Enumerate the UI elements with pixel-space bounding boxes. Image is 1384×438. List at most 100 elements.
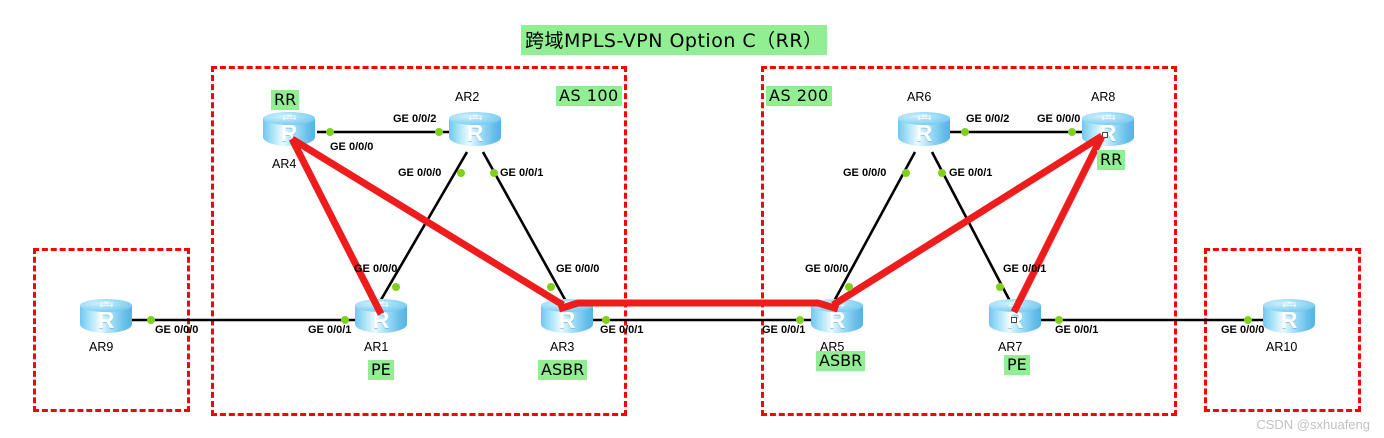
- router-ar6[interactable]: ⇄⇆ R: [898, 112, 950, 152]
- iface-label-ar8-ge000: GE 0/0/0: [1037, 113, 1081, 125]
- router-top: [449, 112, 501, 125]
- router-label-ar4: AR4: [272, 157, 297, 171]
- iface-label-ar6-ge000: GE 0/0/0: [843, 167, 887, 179]
- highlight-ar8-ar7: [1010, 134, 1106, 314]
- router-ar10[interactable]: ⇄⇆ R: [1263, 299, 1315, 339]
- port-dot: [938, 169, 946, 177]
- router-top: [1082, 112, 1134, 125]
- iface-label-ar1-ge000: GE 0/0/0: [354, 263, 398, 275]
- tag-pe-as200: PE: [1004, 355, 1030, 375]
- iface-label-ar5-ge001: GE 0/0/1: [762, 324, 806, 336]
- router-top: [898, 112, 950, 125]
- router-glyph: R: [1280, 307, 1298, 333]
- router-arrows-icon: ⇄⇆: [1101, 113, 1115, 123]
- port-dot: [490, 169, 498, 177]
- iface-label-ar6-ge002: GE 0/0/2: [966, 113, 1010, 125]
- port-dot: [602, 316, 610, 324]
- port-dot: [796, 316, 804, 324]
- router-ar4[interactable]: ⇄⇆ R: [263, 112, 315, 152]
- iface-label-ar7-ge001-ce: GE 0/0/1: [1055, 324, 1099, 336]
- router-label-ar6: AR6: [907, 90, 932, 104]
- tag-rr-as100: RR: [271, 90, 300, 110]
- router-label-ar3: AR3: [550, 340, 575, 354]
- router-ar9[interactable]: ⇄⇆ R: [80, 299, 132, 339]
- router-glyph: R: [558, 307, 576, 333]
- router-arrows-icon: ⇄⇆: [374, 300, 388, 310]
- link-ar2-ar1: [376, 151, 469, 306]
- router-arrows-icon: ⇄⇆: [99, 300, 113, 310]
- selection-handle[interactable]: [1011, 317, 1017, 323]
- router-ar2[interactable]: ⇄⇆ R: [449, 112, 501, 152]
- region-as100: [211, 66, 627, 416]
- router-top: [263, 112, 315, 125]
- tag-asbr-as200: ASBR: [816, 351, 866, 371]
- router-label-ar1: AR1: [364, 340, 389, 354]
- router-label-ar10: AR10: [1266, 340, 1298, 354]
- highlight-ar3-ar5: [557, 299, 840, 313]
- router-glyph: R: [828, 307, 846, 333]
- port-dot: [457, 169, 465, 177]
- router-arrows-icon: ⇄⇆: [1282, 300, 1296, 310]
- highlight-ar4-ar3: [290, 136, 565, 308]
- iface-label-ar7-ge001: GE 0/0/1: [1003, 263, 1047, 275]
- link-ar6-ar5: [830, 151, 917, 306]
- router-arrows-icon: ⇄⇆: [468, 113, 482, 123]
- link-ar6-ar7: [930, 151, 1014, 306]
- iface-label-ar2-ge002: GE 0/0/2: [393, 113, 437, 125]
- iface-label-ar4-ge000: GE 0/0/0: [330, 141, 374, 153]
- router-ar1[interactable]: ⇄⇆ R: [355, 299, 407, 339]
- router-glyph: R: [915, 120, 933, 146]
- router-glyph: R: [97, 307, 115, 333]
- iface-label-ar3-ge001: GE 0/0/1: [600, 324, 644, 336]
- tag-asbr-as100: ASBR: [538, 360, 588, 380]
- router-label-ar7: AR7: [998, 340, 1023, 354]
- tag-as100: AS 100: [556, 86, 622, 106]
- highlight-ar8-ar5: [831, 133, 1104, 308]
- iface-label-ar2-ge000: GE 0/0/0: [398, 167, 442, 179]
- port-dot: [845, 283, 853, 291]
- region-ce-left: [33, 248, 190, 412]
- region-as200: [761, 66, 1177, 416]
- port-dot: [1244, 316, 1252, 324]
- port-dot: [961, 128, 969, 136]
- iface-label-ar1-ge001: GE 0/0/1: [308, 324, 352, 336]
- router-label-ar9: AR9: [89, 340, 114, 354]
- iface-label-ar2-ge001: GE 0/0/1: [500, 167, 544, 179]
- iface-label-ar10-ge000: GE 0/0/0: [1221, 324, 1265, 336]
- tag-as200: AS 200: [766, 86, 832, 106]
- port-dot: [326, 128, 334, 136]
- router-label-ar8: AR8: [1091, 90, 1116, 104]
- port-dot: [1068, 128, 1076, 136]
- router-label-ar2: AR2: [455, 90, 480, 104]
- router-glyph: R: [372, 307, 390, 333]
- router-top: [80, 299, 132, 312]
- port-dot: [1055, 316, 1063, 324]
- port-dot: [435, 128, 443, 136]
- iface-label-ar3-ge000: GE 0/0/0: [556, 263, 600, 275]
- tag-pe-as100: PE: [368, 360, 394, 380]
- highlight-ar4-ar1: [288, 137, 385, 316]
- port-dot: [902, 169, 910, 177]
- router-top: [1263, 299, 1315, 312]
- iface-label-ar5-ge000: GE 0/0/0: [805, 263, 849, 275]
- iface-label-ar6-ge001: GE 0/0/1: [949, 167, 993, 179]
- router-label-ar5: AR5: [820, 340, 845, 354]
- port-dot: [147, 316, 155, 324]
- router-arrows-icon: ⇄⇆: [282, 113, 296, 123]
- router-arrows-icon: ⇄⇆: [917, 113, 931, 123]
- router-glyph: R: [466, 120, 484, 146]
- region-ce-right: [1204, 248, 1361, 412]
- port-dot: [392, 283, 400, 291]
- port-dot: [996, 283, 1004, 291]
- link-ar2-ar3: [481, 151, 570, 306]
- router-top: [355, 299, 407, 312]
- port-dot: [341, 316, 349, 324]
- iface-label-ar9-ge000: GE 0/0/0: [155, 324, 199, 336]
- watermark: CSDN @sxhuafeng: [1256, 417, 1370, 432]
- port-dot: [547, 283, 555, 291]
- page-title: 跨域MPLS-VPN Option C（RR）: [521, 25, 827, 55]
